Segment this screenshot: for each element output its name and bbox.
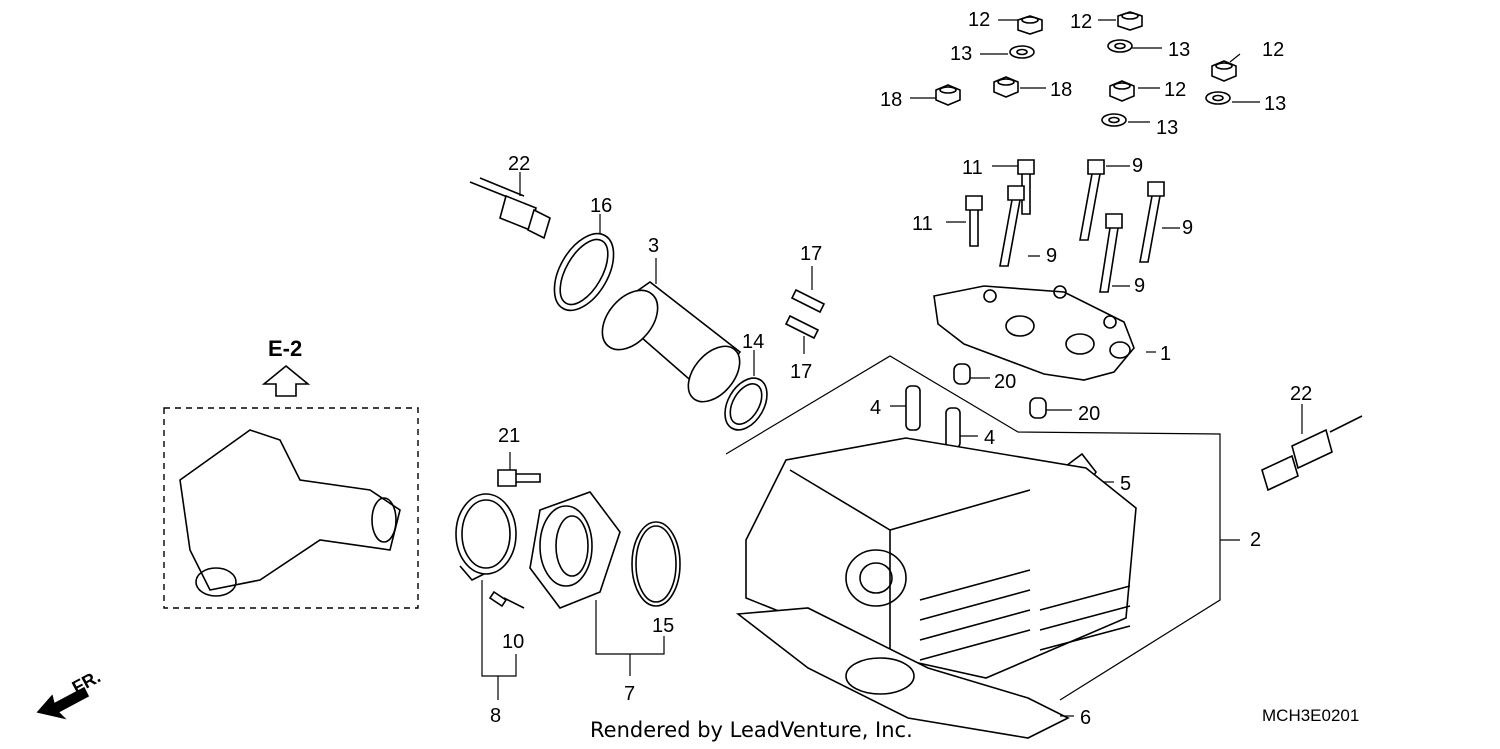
callout-7: 7: [624, 683, 636, 705]
callout-17: 17: [800, 243, 823, 265]
screw-10[interactable]: [488, 590, 525, 609]
callout-4: 4: [870, 397, 882, 419]
callout-3: 3: [648, 235, 660, 257]
callout-22: 22: [1290, 383, 1313, 405]
front-arrow-icon: [36, 686, 90, 720]
callout-2: 2: [1250, 529, 1262, 551]
bolt-11-b[interactable]: [965, 195, 983, 247]
callout-16: 16: [590, 195, 613, 217]
callout-9: 9: [1182, 217, 1194, 239]
callout-20: 20: [994, 371, 1017, 393]
spark-plug-22-a[interactable]: [469, 172, 551, 240]
callout-6: 6: [1080, 707, 1092, 729]
o-ring-14[interactable]: [716, 350, 775, 437]
diagram-code: MCH3E0201: [1262, 706, 1360, 725]
callout-14: 14: [742, 331, 765, 353]
callout-11: 11: [962, 157, 983, 179]
callout-21: 21: [498, 425, 521, 447]
dowel-pin-20-b[interactable]: [1029, 397, 1047, 419]
intake-pipe-3[interactable]: [591, 258, 750, 411]
callout-20: 20: [1078, 403, 1101, 425]
insulator-7[interactable]: [529, 491, 621, 609]
stud-17-b[interactable]: [784, 314, 820, 340]
callout-12: 12: [1164, 79, 1187, 101]
rocker-arm-holder-1[interactable]: [933, 285, 1156, 381]
footer-credit: Rendered by LeadVenture, Inc.: [590, 718, 913, 742]
callout-13: 13: [1264, 93, 1287, 115]
washer-13-d[interactable]: [1101, 113, 1127, 127]
bolt-9-d[interactable]: [1099, 213, 1123, 293]
callout-9: 9: [1046, 245, 1058, 267]
bolt-21[interactable]: [497, 452, 541, 487]
callout-18: 18: [1050, 79, 1073, 101]
stud-17-a[interactable]: [790, 288, 826, 314]
o-ring-16[interactable]: [542, 214, 626, 320]
callout-4: 4: [984, 427, 996, 449]
clamp-8[interactable]: [455, 493, 517, 581]
callout-13: 13: [1168, 39, 1191, 61]
callout-12: 12: [1070, 11, 1093, 33]
nut-12-d[interactable]: [1109, 80, 1135, 102]
bolt-9-b[interactable]: [999, 185, 1025, 267]
spark-plug-22-b[interactable]: [1261, 404, 1363, 492]
washer-13-b[interactable]: [1107, 39, 1133, 53]
arrow-up-icon: [261, 364, 311, 397]
washer-13-c[interactable]: [1205, 91, 1231, 105]
nut-12-c[interactable]: [1211, 60, 1237, 82]
reference-box: [163, 407, 419, 609]
callout-22: 22: [508, 153, 531, 175]
callout-18: 18: [880, 89, 903, 111]
o-ring-15[interactable]: [631, 521, 681, 607]
valve-guide-4-a[interactable]: [905, 385, 921, 431]
washer-13-a[interactable]: [1009, 45, 1035, 59]
callout-13: 13: [1156, 117, 1179, 139]
bolt-9-a[interactable]: [1079, 159, 1105, 241]
cylinder-head-2[interactable]: [745, 437, 1137, 679]
callout-12: 12: [968, 9, 991, 31]
valve-guide-4-b[interactable]: [945, 407, 961, 449]
nut-12-a[interactable]: [1017, 15, 1043, 35]
callout-5: 5: [1120, 473, 1132, 495]
callout-9: 9: [1132, 155, 1144, 177]
callout-9: 9: [1134, 275, 1146, 297]
callout-13: 13: [950, 43, 973, 65]
thermostat-housing[interactable]: [179, 429, 401, 597]
callout-17: 17: [790, 361, 813, 383]
callout-11: 11: [912, 213, 933, 235]
callout-12: 12: [1262, 39, 1285, 61]
bolt-9-c[interactable]: [1139, 181, 1165, 263]
ref-callout-e2[interactable]: E-2: [268, 336, 303, 361]
nut-18-b[interactable]: [993, 76, 1019, 98]
dowel-pin-20-a[interactable]: [953, 363, 971, 385]
gasket-6[interactable]: [735, 607, 1074, 739]
nut-12-b[interactable]: [1117, 11, 1143, 31]
bolt-11-a[interactable]: [1017, 159, 1035, 215]
callout-8: 8: [490, 705, 502, 727]
callout-10: 10: [502, 631, 525, 653]
callout-1: 1: [1160, 343, 1172, 365]
callout-15: 15: [652, 615, 675, 637]
nut-18-a[interactable]: [935, 84, 961, 106]
